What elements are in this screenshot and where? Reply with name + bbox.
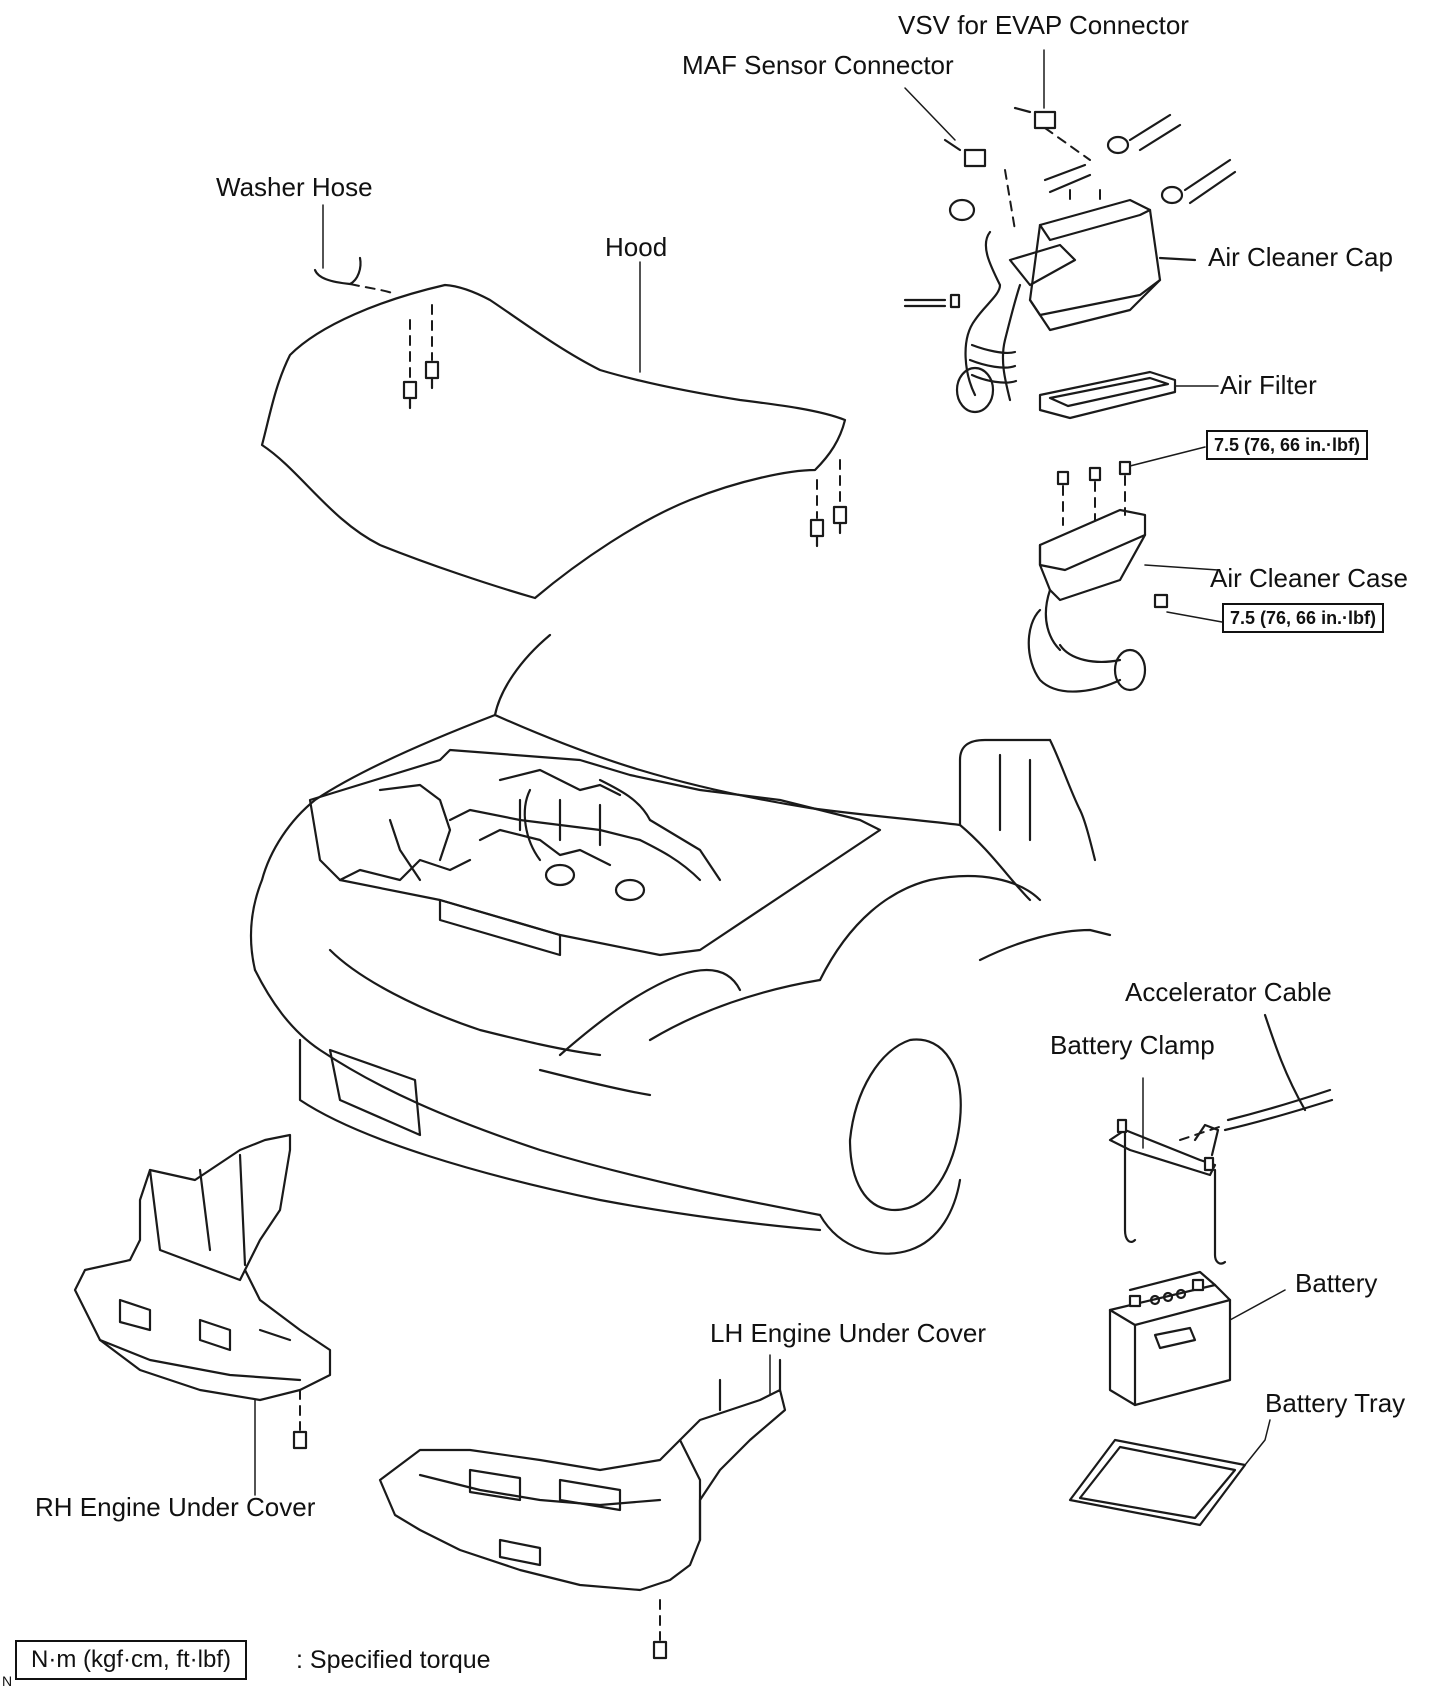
vacuum-hoses	[948, 113, 1237, 222]
battery-label: Battery	[1295, 1268, 1378, 1298]
lh-engine-under-cover	[378, 1354, 787, 1660]
lh-engine-under-cover-label: LH Engine Under Cover	[710, 1318, 987, 1348]
vehicle-body	[249, 633, 1112, 1255]
torque-spec-box: 7.5 (76, 66 in.·lbf)	[1222, 603, 1385, 633]
engine-bay	[308, 748, 882, 957]
vsv-evap-connector-label: VSV for EVAP Connector	[898, 10, 1189, 40]
accelerator-cable	[1179, 1013, 1334, 1141]
air-filter-label: Air Filter	[1220, 370, 1317, 400]
air-filter	[1038, 370, 1219, 420]
torque-legend-description: : Specified torque	[296, 1646, 491, 1674]
vsv-evap-connector	[1013, 49, 1091, 161]
hood-panel	[260, 283, 847, 600]
air-cleaner-case	[1027, 446, 1223, 693]
maf-sensor-connector	[904, 87, 1016, 231]
battery-tray-label: Battery Tray	[1265, 1388, 1406, 1418]
washer-hose	[313, 204, 396, 295]
battery-clamp	[1108, 1077, 1227, 1265]
air-cleaner-cap	[903, 198, 1197, 414]
hood-label: Hood	[605, 232, 668, 262]
air-cleaner-case-label: Air Cleaner Case	[1210, 563, 1408, 593]
accelerator-cable-label: Accelerator Cable	[1125, 977, 1332, 1007]
rh-engine-under-cover-label: RH Engine Under Cover	[35, 1492, 316, 1522]
battery-clamp-label: Battery Clamp	[1050, 1030, 1215, 1060]
air-cleaner-cap-label: Air Cleaner Cap	[1208, 242, 1393, 272]
corner-mark: N	[2, 1673, 13, 1689]
torque-unit-legend-box: N·m (kgf·cm, ft·lbf)	[15, 1640, 247, 1680]
battery-tray	[1068, 1419, 1271, 1527]
rh-engine-under-cover	[73, 1133, 332, 1496]
washer-hose-label: Washer Hose	[216, 172, 373, 202]
hood-bolts	[402, 304, 848, 548]
battery	[1108, 1270, 1286, 1407]
torque-spec-box: 7.5 (76, 66 in.·lbf)	[1206, 430, 1369, 460]
case-bolts	[1056, 446, 1223, 623]
maf-sensor-connector-label: MAF Sensor Connector	[682, 50, 954, 80]
